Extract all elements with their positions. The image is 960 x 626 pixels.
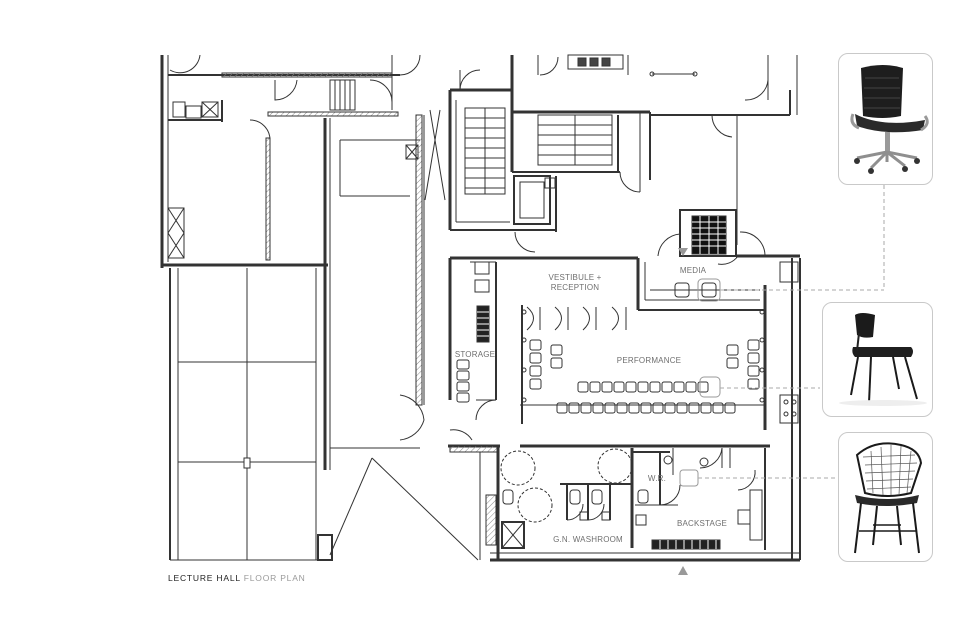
audience-seat xyxy=(604,402,616,414)
stacking-chair-icon xyxy=(839,313,927,406)
stair-core xyxy=(424,54,798,253)
room-label-wr: W.R. xyxy=(648,474,666,483)
audience-seat xyxy=(688,402,700,414)
caption-sub: FLOOR PLAN xyxy=(243,573,306,583)
stair-treads-a xyxy=(465,117,505,189)
audience-seat xyxy=(685,381,697,393)
wire-bar-stool-icon xyxy=(854,442,923,554)
audience-seat xyxy=(724,402,736,414)
main-hall xyxy=(399,209,801,560)
audience-seat xyxy=(589,381,601,393)
left-aisle-chairs xyxy=(529,339,563,390)
audience-seat xyxy=(712,402,724,414)
audience-seat xyxy=(577,381,589,393)
furniture-card-stacking-chair xyxy=(822,302,933,417)
audience-seat xyxy=(592,402,604,414)
audience-seat xyxy=(676,402,688,414)
audience-seat xyxy=(637,381,649,393)
service-wing xyxy=(448,444,800,575)
audience-seat xyxy=(640,402,652,414)
audience-seat xyxy=(664,402,676,414)
room-label-performance: PERFORMANCE xyxy=(617,356,681,365)
left-wing xyxy=(160,54,479,561)
audience-seat xyxy=(652,402,664,414)
storage-shelves xyxy=(477,311,489,337)
room-label-backstage: BACKSTAGE xyxy=(677,519,727,528)
room-label-vestibule-1: VESTIBULE + xyxy=(548,273,601,282)
audience-seat xyxy=(628,402,640,414)
media-vent xyxy=(692,216,726,254)
room-label-storage: STORAGE xyxy=(455,350,495,359)
furniture-card-office-chair xyxy=(838,53,933,185)
audience-seat xyxy=(649,381,661,393)
furniture-card-wire-stool xyxy=(838,432,933,562)
audience-seat xyxy=(616,402,628,414)
audience-seat xyxy=(625,381,637,393)
audience-seat xyxy=(700,402,712,414)
plan-caption: LECTURE HALL FLOOR PLAN xyxy=(168,573,306,583)
audience-seat xyxy=(580,402,592,414)
office-chair-icon xyxy=(850,65,929,174)
right-aisle-chairs xyxy=(726,339,760,390)
room-label-vestibule-2: RECEPTION xyxy=(551,283,599,292)
audience-row-back xyxy=(556,402,736,414)
audience-seat xyxy=(673,381,685,393)
room-labels: VESTIBULE + RECEPTION MEDIA STORAGE PERF… xyxy=(455,266,727,544)
room-label-media: MEDIA xyxy=(680,266,707,275)
audience-seat xyxy=(661,381,673,393)
leader-lines xyxy=(698,185,885,479)
audience-seat xyxy=(697,381,709,393)
audience-seat xyxy=(613,381,625,393)
audience-seat xyxy=(556,402,568,414)
audience-seat xyxy=(568,402,580,414)
audience-row-front xyxy=(577,381,709,393)
backstage-rack xyxy=(659,540,717,549)
room-label-washroom: G.N. WASHROOM xyxy=(553,535,623,544)
storage-chairs xyxy=(456,359,470,403)
audience-seat xyxy=(601,381,613,393)
caption-main: LECTURE HALL xyxy=(168,573,241,583)
